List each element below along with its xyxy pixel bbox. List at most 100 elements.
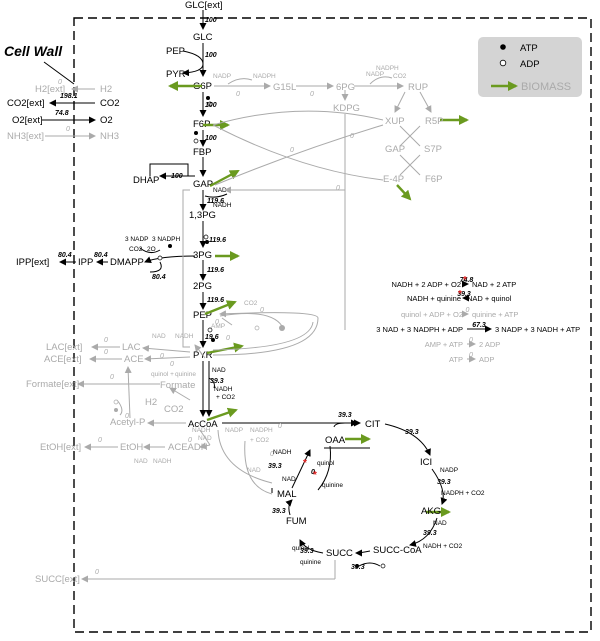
svg-text:0: 0	[58, 79, 62, 86]
dhap-label: DHAP	[133, 175, 159, 186]
svg-text:CIT: CIT	[365, 419, 381, 430]
bpg-label: 1,3PG	[189, 210, 216, 221]
svg-text:GAP: GAP	[385, 144, 405, 155]
svg-text:NAD: NAD	[152, 333, 166, 340]
svg-text:100: 100	[205, 135, 217, 142]
svg-text:NADH + CO2: NADH + CO2	[423, 543, 463, 550]
nadh-gap: NADH	[213, 202, 232, 209]
svg-text:O2[ext]: O2[ext]	[12, 115, 43, 126]
svg-text:NADP: NADP	[440, 467, 458, 474]
svg-text:0: 0	[104, 337, 108, 344]
svg-text:NH3: NH3	[100, 131, 119, 142]
svg-text:NADP: NADP	[366, 71, 384, 78]
energy-reaction-left: ATP	[449, 355, 463, 364]
svg-text:0: 0	[104, 349, 108, 356]
svg-text:F6P: F6P	[425, 174, 442, 185]
pentose-phosphate: NADP NADPH 0 G15L 0 6PG NADP NADPH CO2 R…	[212, 65, 443, 330]
svg-text:19.6: 19.6	[205, 334, 219, 341]
energy-reaction-left: AMP + ATP	[425, 340, 463, 349]
svg-text:0: 0	[226, 335, 230, 342]
svg-text:2O: 2O	[147, 246, 156, 253]
svg-text:Formate[ext]: Formate[ext]	[26, 379, 79, 390]
nadh-pyr: NADH	[214, 386, 233, 393]
svg-text:NAD: NAD	[134, 458, 148, 465]
threepg-label: 3PG	[193, 250, 212, 261]
svg-text:Acetyl-P: Acetyl-P	[110, 417, 145, 428]
svg-text:119.6: 119.6	[207, 267, 224, 274]
svg-text:39.3: 39.3	[405, 429, 419, 436]
energy-reaction-flux: 0	[469, 352, 473, 359]
svg-text:0: 0	[278, 423, 282, 430]
energy-reaction-right: quinine + ATP	[472, 310, 518, 319]
svg-text:H2[ext]: H2[ext]	[35, 84, 65, 95]
svg-text:NADPH + CO2: NADPH + CO2	[441, 490, 485, 497]
svg-text:0: 0	[236, 91, 240, 98]
svg-text:DMAPP: DMAPP	[110, 257, 144, 268]
svg-text:ACE[ext]: ACE[ext]	[44, 354, 82, 365]
svg-text:CO2: CO2	[244, 300, 258, 307]
svg-text:0: 0	[110, 374, 114, 381]
svg-text:R5P: R5P	[425, 116, 443, 127]
svg-text:AMP: AMP	[211, 323, 225, 330]
nad-pyr: NAD	[212, 367, 226, 374]
svg-text:KDPG: KDPG	[333, 103, 360, 114]
pep-a-label: PEP	[166, 46, 185, 57]
isoprenoid-branch: IPP[ext] 80.4 IPP 80.4 DMAPP 80.4 3 NADP…	[16, 236, 196, 281]
svg-text:100: 100	[205, 102, 217, 109]
svg-text:quinine: quinine	[322, 482, 343, 489]
energy-reaction-left: 3 NAD + 3 NADPH + ADP	[376, 325, 463, 334]
svg-text:0: 0	[98, 437, 102, 444]
svg-text:quinine: quinine	[300, 559, 321, 566]
nad-gap: NAD	[213, 187, 227, 194]
svg-text:CO2: CO2	[129, 246, 143, 253]
svg-text:LAC: LAC	[122, 342, 141, 353]
svg-text:NADPH: NADPH	[376, 65, 399, 72]
svg-text:119.6: 119.6	[209, 237, 226, 244]
svg-text:NH3[ext]: NH3[ext]	[7, 131, 44, 142]
svg-text:H2: H2	[145, 397, 157, 408]
pep-label: PEP	[193, 310, 212, 321]
legend: ATP ADP BIOMASS	[478, 37, 582, 97]
fbp-label: FBP	[193, 147, 211, 158]
svg-text:EtOH[ext]: EtOH[ext]	[40, 442, 81, 453]
legend-atp-label: ATP	[520, 43, 538, 54]
svg-text:119.6: 119.6	[207, 297, 224, 304]
energy-reaction-flux: 39.3	[457, 291, 471, 298]
svg-text:NAD: NAD	[282, 476, 296, 483]
svg-text:+ CO2: + CO2	[250, 437, 269, 444]
svg-text:0: 0	[95, 569, 99, 576]
energy-reaction-flux: 0	[469, 337, 473, 344]
svg-text:6PG: 6PG	[336, 82, 355, 93]
adp-dot-icon	[499, 59, 507, 67]
svg-text:ACEADH: ACEADH	[168, 442, 208, 453]
svg-text:IPP[ext]: IPP[ext]	[16, 257, 49, 268]
svg-text:NADH: NADH	[153, 458, 172, 465]
co2-pyr: + CO2	[216, 394, 235, 401]
energy-reaction-marker: *	[458, 289, 462, 300]
cell-wall-boundary	[73, 17, 592, 633]
svg-text:SUCC: SUCC	[326, 548, 353, 559]
svg-text:CO2: CO2	[164, 404, 184, 415]
accoa-label: AcCoA	[188, 419, 218, 430]
svg-text:NADP: NADP	[225, 427, 243, 434]
g6p-label: G6P	[193, 81, 212, 92]
svg-text:IPP: IPP	[78, 257, 93, 268]
pep-pyr-cycles: CO2 0 AMP 0 0	[182, 189, 319, 359]
svg-text:119.6: 119.6	[207, 198, 224, 205]
svg-text:EtOH: EtOH	[120, 442, 143, 453]
svg-text:*: *	[303, 458, 307, 469]
svg-text:0: 0	[260, 307, 264, 314]
svg-text:O2: O2	[100, 115, 113, 126]
energy-reaction-flux: 74.8	[460, 277, 474, 284]
glycolysis-lines	[149, 10, 361, 427]
svg-text:0: 0	[215, 319, 219, 326]
svg-text:80.4: 80.4	[58, 252, 72, 259]
energy-reaction-right: ADP	[479, 355, 494, 364]
svg-text:NAD: NAD	[247, 467, 261, 474]
svg-text:ICI: ICI	[420, 457, 432, 468]
svg-text:3 NADP: 3 NADP	[125, 236, 148, 243]
svg-text:0: 0	[270, 451, 274, 458]
svg-text:100: 100	[205, 52, 217, 59]
svg-text:39.3: 39.3	[210, 378, 224, 385]
svg-text:G15L: G15L	[273, 82, 296, 93]
